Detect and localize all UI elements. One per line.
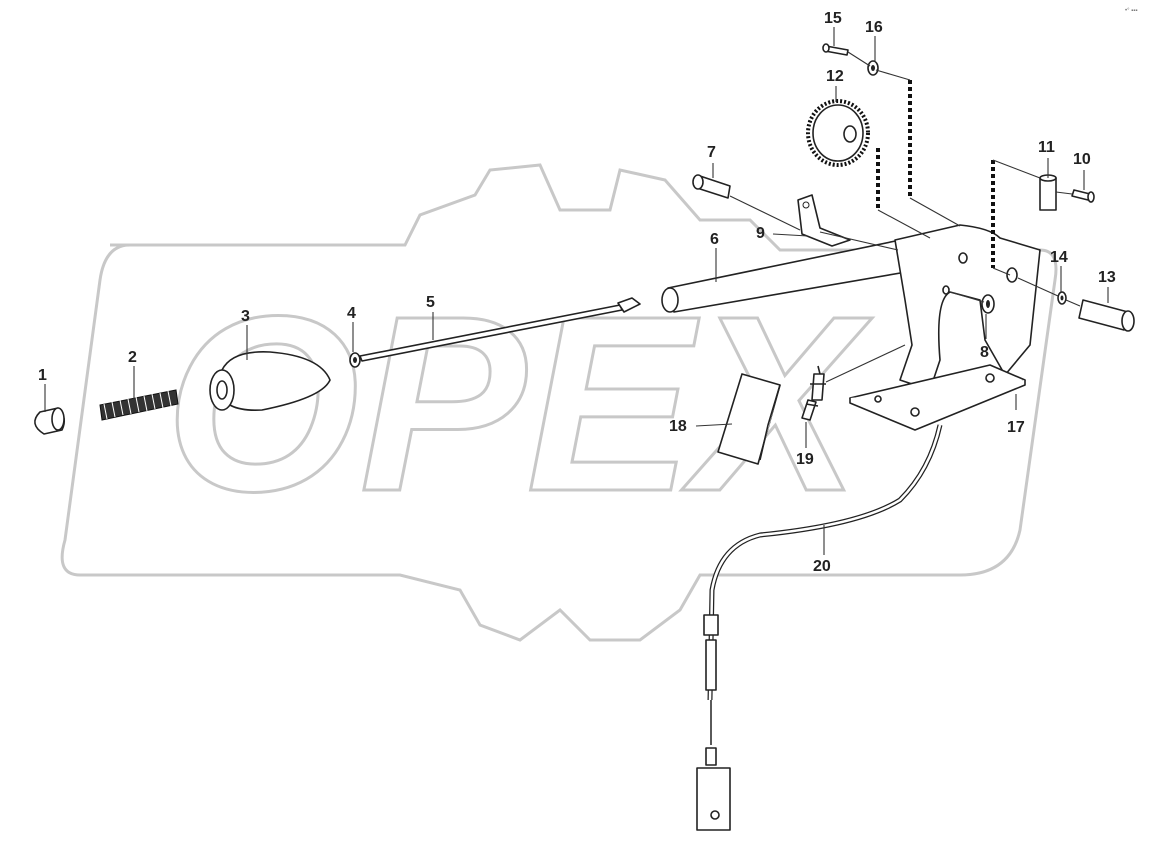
corner-mark: •° ▪▪▪	[1125, 8, 1138, 14]
part-19-switch	[801, 365, 826, 421]
part-14-washer	[1057, 291, 1067, 305]
part-5-rod	[359, 297, 641, 362]
callout-15: 15	[824, 10, 842, 27]
callout-2: 2	[128, 349, 137, 366]
callout-9: 9	[756, 225, 765, 242]
callout-7: 7	[707, 144, 716, 161]
callout-17: 17	[1007, 419, 1025, 436]
part-2-spring	[99, 389, 179, 421]
callout-5: 5	[426, 294, 435, 311]
part-12-gear	[806, 99, 870, 167]
assembly-lines	[729, 51, 1081, 383]
callout-4: 4	[347, 305, 356, 322]
part-1-end-cap	[34, 407, 66, 435]
part-16-washer	[867, 60, 879, 76]
part-13-pin	[1078, 299, 1135, 332]
part-10-pin	[1071, 189, 1095, 203]
part-3-handle-grip	[209, 351, 331, 411]
callout-3: 3	[241, 308, 250, 325]
callout-16: 16	[865, 19, 883, 36]
callout-11: 11	[1038, 139, 1055, 156]
part-11-sleeve	[1039, 174, 1057, 211]
callout-19: 19	[796, 451, 814, 468]
callout-14: 14	[1050, 249, 1068, 266]
part-20-cable	[696, 424, 943, 831]
callout-18: 18	[669, 418, 687, 435]
part-15-screw	[822, 43, 849, 56]
watermark-gear	[60, 163, 1058, 642]
part-8-washer	[981, 294, 995, 314]
part-7-pin	[692, 174, 731, 199]
callout-12: 12	[826, 68, 844, 85]
leader-lines	[44, 27, 1109, 555]
part-9-bracket	[797, 194, 851, 247]
part-18-pad	[717, 373, 781, 465]
callout-13: 13	[1098, 269, 1116, 286]
callout-labels: 1 2 3 4 5 6 7 8 9 10 11 12 13 14 15 16 1…	[38, 10, 1116, 575]
part-4-washer	[349, 352, 361, 368]
callout-20: 20	[813, 558, 831, 575]
callout-6: 6	[710, 231, 719, 248]
callout-1: 1	[38, 367, 47, 384]
callout-8: 8	[980, 344, 989, 361]
part-17-housing	[849, 224, 1041, 431]
callout-10: 10	[1073, 151, 1091, 168]
